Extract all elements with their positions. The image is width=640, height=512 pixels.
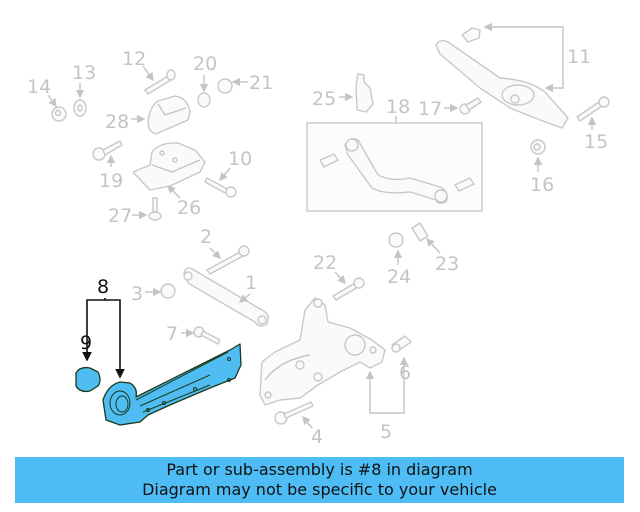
callout-9: 9 (80, 332, 92, 354)
callout-20: 20 (193, 53, 217, 75)
part-28-cover[interactable]: 28 (105, 95, 191, 135)
callout-24: 24 (387, 266, 411, 288)
callout-19: 19 (99, 170, 123, 192)
part-20-washer[interactable]: 20 (193, 53, 217, 108)
part-8-trailing-arm[interactable]: 8 9 (75, 276, 242, 426)
callout-21: 21 (249, 72, 273, 94)
callout-17: 17 (418, 98, 442, 120)
callout-8: 8 (97, 276, 109, 298)
part-18-upper-arm[interactable]: 18 (306, 96, 483, 212)
callout-11: 11 (567, 46, 591, 68)
callout-3: 3 (131, 283, 143, 305)
part-10-bolt[interactable]: 10 (204, 148, 252, 198)
part-15-bolt[interactable]: 15 (576, 96, 610, 153)
part-6-bushing[interactable]: 6 (391, 335, 412, 384)
callout-28: 28 (105, 111, 129, 133)
callout-26: 26 (177, 197, 201, 219)
callout-18: 18 (386, 96, 410, 118)
part-12-bolt[interactable]: 12 (122, 48, 176, 95)
callout-6: 6 (399, 362, 411, 384)
part-13-washer[interactable]: 13 (72, 62, 96, 117)
callout-2: 2 (200, 226, 212, 248)
part-25-bracket[interactable]: 25 (312, 73, 374, 113)
callout-5: 5 (380, 421, 392, 443)
part-22-bolt[interactable]: 22 (313, 252, 365, 301)
part-17-bolt[interactable]: 17 (418, 97, 482, 120)
part-3-nut[interactable]: 3 (131, 283, 176, 305)
callout-14: 14 (27, 76, 51, 98)
part-21-nut[interactable]: 21 (217, 72, 273, 94)
part-7-bolt[interactable]: 7 (166, 323, 221, 345)
callout-13: 13 (72, 62, 96, 84)
part-14-nut[interactable]: 14 (27, 76, 67, 122)
banner-part-note: Part or sub-assembly is #8 in diagram (166, 460, 473, 479)
callout-10: 10 (228, 148, 252, 170)
part-4-bolt[interactable]: 4 (274, 401, 323, 448)
callout-22: 22 (313, 252, 337, 274)
banner-disclaimer: Diagram may not be specific to your vehi… (142, 480, 497, 499)
part-2-bolt[interactable]: 2 (200, 226, 250, 275)
part-9-cap (75, 366, 101, 393)
callout-27: 27 (108, 205, 132, 227)
callout-23: 23 (435, 253, 459, 275)
callout-25: 25 (312, 88, 336, 110)
part-26-mount[interactable]: 26 (132, 142, 206, 219)
part-24-nut[interactable]: 24 (387, 232, 411, 288)
callout-15: 15 (584, 131, 608, 153)
part-11-lower-arm[interactable]: 11 (435, 22, 591, 129)
callout-16: 16 (530, 174, 554, 196)
callout-4: 4 (311, 426, 323, 448)
info-banner: Part or sub-assembly is #8 in diagram Di… (15, 457, 624, 503)
callout-1: 1 (245, 272, 257, 294)
parts-diagram: 14 13 12 20 21 28 19 (27, 22, 610, 448)
part-1-link[interactable]: 1 (183, 267, 269, 327)
part-5-knuckle[interactable]: 5 (259, 297, 409, 443)
part-27-bolt[interactable]: 27 (108, 197, 162, 227)
part-16-bushing[interactable]: 16 (530, 139, 554, 196)
part-23-clip[interactable]: 23 (411, 222, 459, 275)
callout-7: 7 (166, 323, 178, 345)
callout-12: 12 (122, 48, 146, 70)
part-19-bolt[interactable]: 19 (92, 140, 123, 192)
